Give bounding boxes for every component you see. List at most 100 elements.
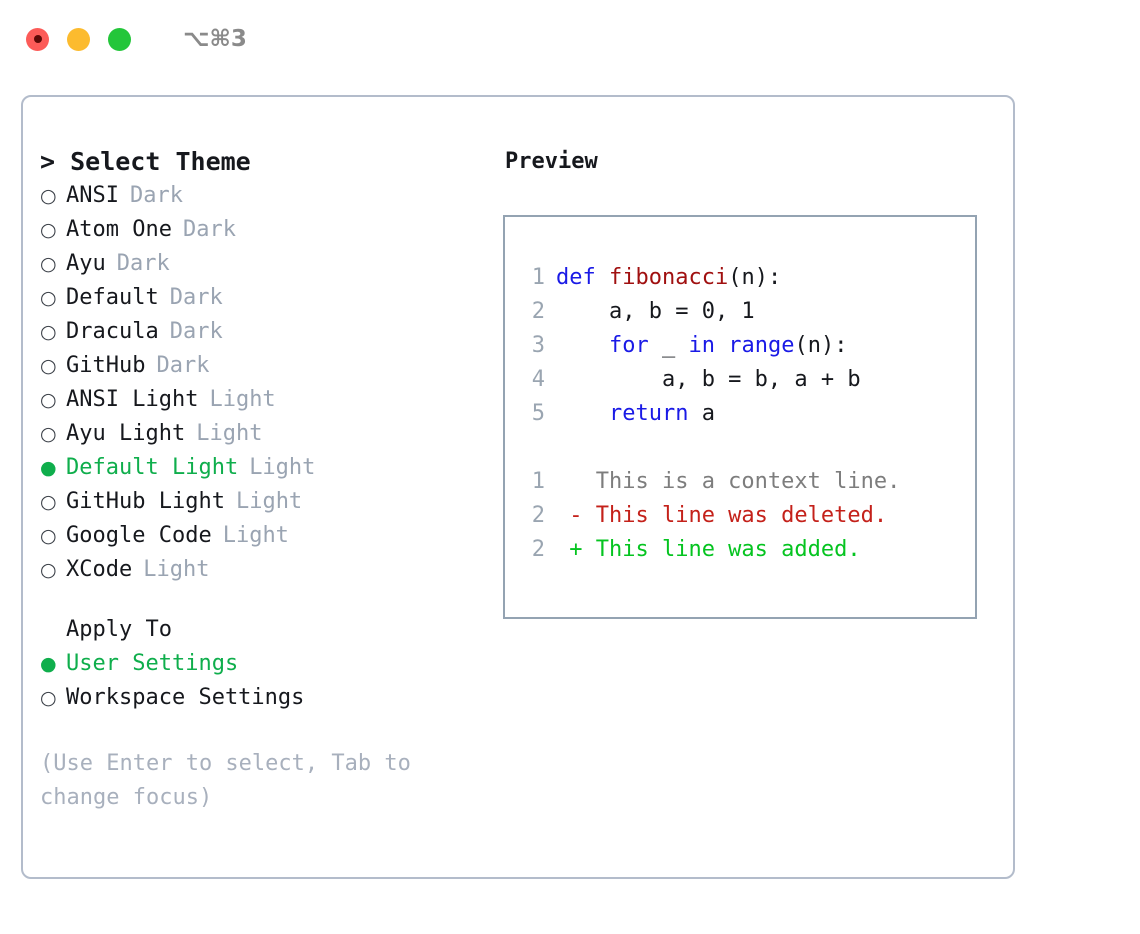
theme-variant-badge: Dark (129, 183, 183, 208)
theme-variant-badge: Light (222, 523, 289, 548)
line-number: 3 (531, 333, 545, 358)
radio-unselected-icon[interactable]: ○ (40, 219, 57, 241)
code-token: _ (648, 333, 689, 358)
page-title: > Select Theme (40, 147, 251, 176)
theme-variant-badge: Dark (156, 353, 210, 378)
keyboard-shortcut-label: ⌥⌘3 (183, 26, 247, 52)
code-token: range (728, 333, 795, 358)
code-token: return (608, 401, 689, 426)
diff-text: - This line was deleted. (556, 503, 888, 528)
code-token (715, 329, 728, 363)
theme-variant-badge: Light (209, 387, 276, 412)
radio-unselected-icon[interactable]: ○ (40, 389, 57, 411)
code-spacer (519, 431, 975, 465)
radio-unselected-icon[interactable]: ○ (40, 423, 57, 445)
code-token: def (556, 265, 609, 290)
close-button[interactable] (26, 27, 49, 51)
minimize-button[interactable] (67, 27, 90, 51)
line-number: 2 (531, 537, 545, 562)
code-line: 2 a, b = 0, 1 (519, 295, 975, 329)
preview-title: Preview (505, 149, 598, 174)
theme-list-item[interactable]: ○ Ayu Light Light (40, 417, 503, 451)
keyboard-hint: (Use Enter to select, Tab to change focu… (40, 751, 425, 810)
code-line: 3 for _ in range(n): (519, 329, 975, 363)
code-token: a (688, 401, 715, 426)
theme-name: GitHub Light (66, 489, 225, 514)
theme-variant-badge: Dark (169, 285, 223, 310)
code-line: 1 def fibonacci(n): (519, 261, 975, 295)
code-token: in (688, 333, 715, 358)
code-token: a, b = 0, 1 (556, 299, 755, 324)
diff-sample: 1 This is a context line.2 - This line w… (519, 465, 975, 567)
diff-line: 2 - This line was deleted. (519, 499, 975, 533)
apply-to-list[interactable]: ●User Settings ○ Workspace Settings (40, 647, 503, 715)
code-line: 5 return a (519, 397, 975, 431)
code-token: (n): (794, 333, 848, 358)
theme-name: Dracula (66, 319, 159, 344)
line-number: 1 (531, 265, 545, 290)
radio-unselected-icon[interactable]: ○ (40, 321, 57, 343)
theme-variant-badge: Dark (116, 251, 170, 276)
title-bar: ⌥⌘3 (0, 0, 1140, 78)
line-number: 4 (531, 367, 545, 392)
line-number: 5 (531, 401, 545, 426)
theme-variant-badge: Light (249, 455, 316, 480)
code-token (556, 329, 609, 363)
diff-line: 2 + This line was added. (519, 533, 975, 567)
maximize-button[interactable] (108, 27, 131, 51)
radio-unselected-icon[interactable]: ○ (40, 491, 57, 513)
theme-name: Default Light (66, 455, 239, 480)
radio-unselected-icon[interactable]: ○ (40, 287, 57, 309)
line-number: 2 (531, 299, 545, 324)
code-token: fibonacci (608, 265, 729, 290)
apply-to-title: Apply To (66, 617, 172, 642)
code-token: for (608, 333, 649, 358)
theme-name: Ayu (66, 251, 106, 276)
radio-unselected-icon[interactable]: ○ (40, 687, 57, 709)
radio-unselected-icon[interactable]: ○ (40, 185, 57, 207)
radio-unselected-icon[interactable]: ○ (40, 355, 57, 377)
apply-to-item[interactable]: ○ Workspace Settings (40, 681, 503, 715)
apply-to-label: Workspace Settings (66, 685, 305, 710)
theme-list-item[interactable]: ○ Atom One Dark (40, 213, 503, 247)
theme-variant-badge: Dark (182, 217, 236, 242)
code-token: a, b = b, a + b (556, 367, 861, 392)
theme-variant-badge: Light (143, 557, 210, 582)
code-token: (n): (728, 265, 782, 290)
theme-list-item[interactable]: ○ Dracula Dark (40, 315, 503, 349)
diff-text: This is a context line. (556, 469, 901, 494)
code-line: 4 a, b = b, a + b (519, 363, 975, 397)
theme-name: Default (66, 285, 159, 310)
radio-unselected-icon[interactable]: ○ (40, 559, 57, 581)
radio-unselected-icon[interactable]: ○ (40, 525, 57, 547)
theme-name: ANSI Light (66, 387, 199, 412)
theme-name: Atom One (66, 217, 172, 242)
radio-unselected-icon[interactable]: ○ (40, 253, 57, 275)
diff-line: 1 This is a context line. (519, 465, 975, 499)
theme-list-item[interactable]: ○ Default Dark (40, 281, 503, 315)
theme-name: ANSI (66, 183, 119, 208)
apply-to-item[interactable]: ●User Settings (40, 647, 503, 681)
radio-selected-icon[interactable]: ● (40, 457, 57, 479)
radio-selected-icon[interactable]: ● (40, 653, 57, 675)
theme-variant-badge: Dark (169, 319, 223, 344)
theme-list-item[interactable]: ● Default Light Light (40, 451, 503, 485)
traffic-lights (26, 27, 131, 51)
theme-variant-badge: Light (196, 421, 263, 446)
theme-list-item[interactable]: ○ ANSI Dark (40, 179, 503, 213)
theme-list-item[interactable]: ○ ANSI Light Light (40, 383, 503, 417)
theme-name: Ayu Light (66, 421, 186, 446)
theme-list-item[interactable]: ○ Ayu Dark (40, 247, 503, 281)
code-token (556, 397, 609, 431)
diff-text: + This line was added. (556, 537, 861, 562)
